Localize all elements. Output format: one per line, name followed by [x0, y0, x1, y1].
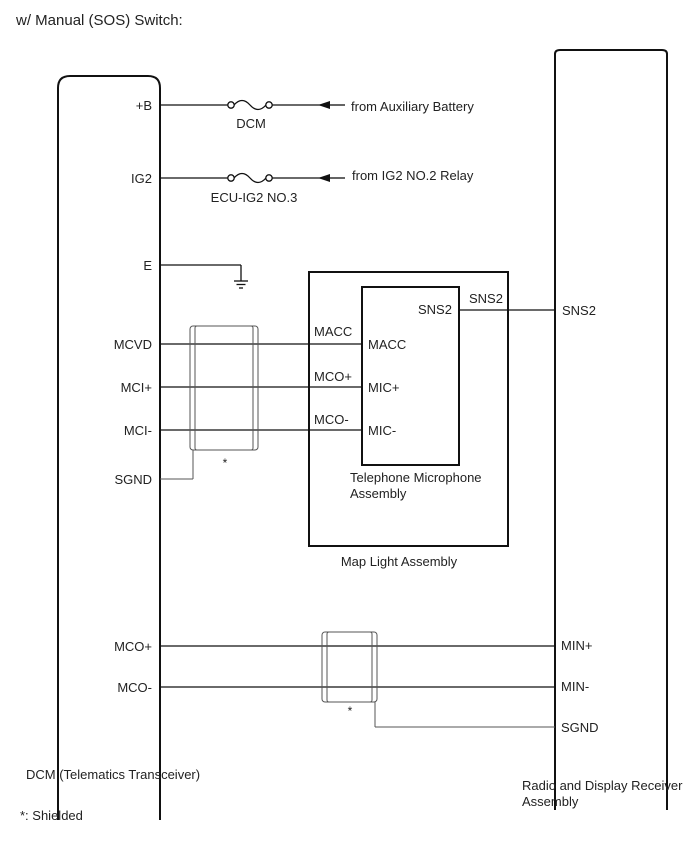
arrow-plusb-icon — [318, 101, 330, 109]
pin-sgnd-label: SGND — [114, 472, 152, 487]
fuse-ecu-ig2-terminal-left — [227, 174, 235, 182]
shield-lower-mark: * — [348, 704, 353, 718]
radio-pin-sgnd-label: SGND — [561, 720, 599, 735]
radio-pin-sns2-label: SNS2 — [562, 303, 596, 318]
mic-pin-mic-plus-label: MIC+ — [368, 380, 399, 395]
ground-icon — [234, 280, 248, 289]
mic-pin-mic-minus-label: MIC- — [368, 423, 396, 438]
map-light-pin-mco-plus-label: MCO+ — [314, 369, 352, 384]
source-aux-battery-label: from Auxiliary Battery — [351, 99, 474, 114]
pin-ig2-label: IG2 — [131, 171, 152, 186]
fuse-ecu-ig2-icon — [233, 172, 267, 184]
radio-pin-min-plus-label: MIN+ — [561, 638, 592, 653]
radio-label-line2: Assembly — [522, 794, 579, 809]
mic-pin-sns2-label: SNS2 — [418, 302, 452, 317]
radio-label-line1: Radio and Display Receiver — [522, 778, 683, 793]
shield-upper-icon — [189, 325, 259, 451]
mic-pin-macc-label: MACC — [368, 337, 406, 352]
pin-mci-minus-label: MCI- — [124, 423, 152, 438]
mic-assembly-label-line1: Telephone Microphone — [350, 470, 482, 485]
footnote: *: Shielded — [20, 808, 83, 823]
fuse-ecu-ig2-label: ECU-IG2 NO.3 — [211, 190, 298, 205]
pin-plusb-label: +B — [136, 98, 152, 113]
pin-e-label: E — [143, 258, 152, 273]
dcm-connector-body — [57, 75, 161, 820]
map-light-pin-mco-minus-label: MCO- — [314, 412, 349, 427]
map-light-box — [308, 271, 509, 547]
radio-pin-min-minus-label: MIN- — [561, 679, 589, 694]
fuse-dcm-icon — [233, 99, 267, 111]
dcm-label: DCM (Telematics Transceiver) — [26, 767, 200, 782]
pin-mco-minus-label: MCO- — [117, 680, 152, 695]
fuse-ecu-ig2-terminal-right — [265, 174, 273, 182]
map-light-pin-macc-label: MACC — [314, 324, 352, 339]
map-light-pin-sns2-label: SNS2 — [469, 291, 503, 306]
fuse-dcm-label: DCM — [236, 116, 266, 131]
radio-connector-body — [554, 49, 668, 810]
arrow-ig2-icon — [318, 174, 330, 182]
map-light-label: Map Light Assembly — [341, 554, 458, 569]
source-ig2-relay-label: from IG2 NO.2 Relay — [352, 168, 474, 183]
fuse-dcm-terminal-right — [265, 101, 273, 109]
shield-lower-icon — [321, 631, 378, 703]
mic-assembly-label-line2: Assembly — [350, 486, 407, 501]
pin-mci-plus-label: MCI+ — [121, 380, 152, 395]
shield-upper-mark: * — [223, 456, 228, 470]
mic-assembly-box — [361, 286, 460, 466]
pin-mcvd-label: MCVD — [114, 337, 152, 352]
diagram-title: w/ Manual (SOS) Switch: — [15, 12, 183, 29]
pin-mco-plus-label: MCO+ — [114, 639, 152, 654]
fuse-dcm-terminal-left — [227, 101, 235, 109]
